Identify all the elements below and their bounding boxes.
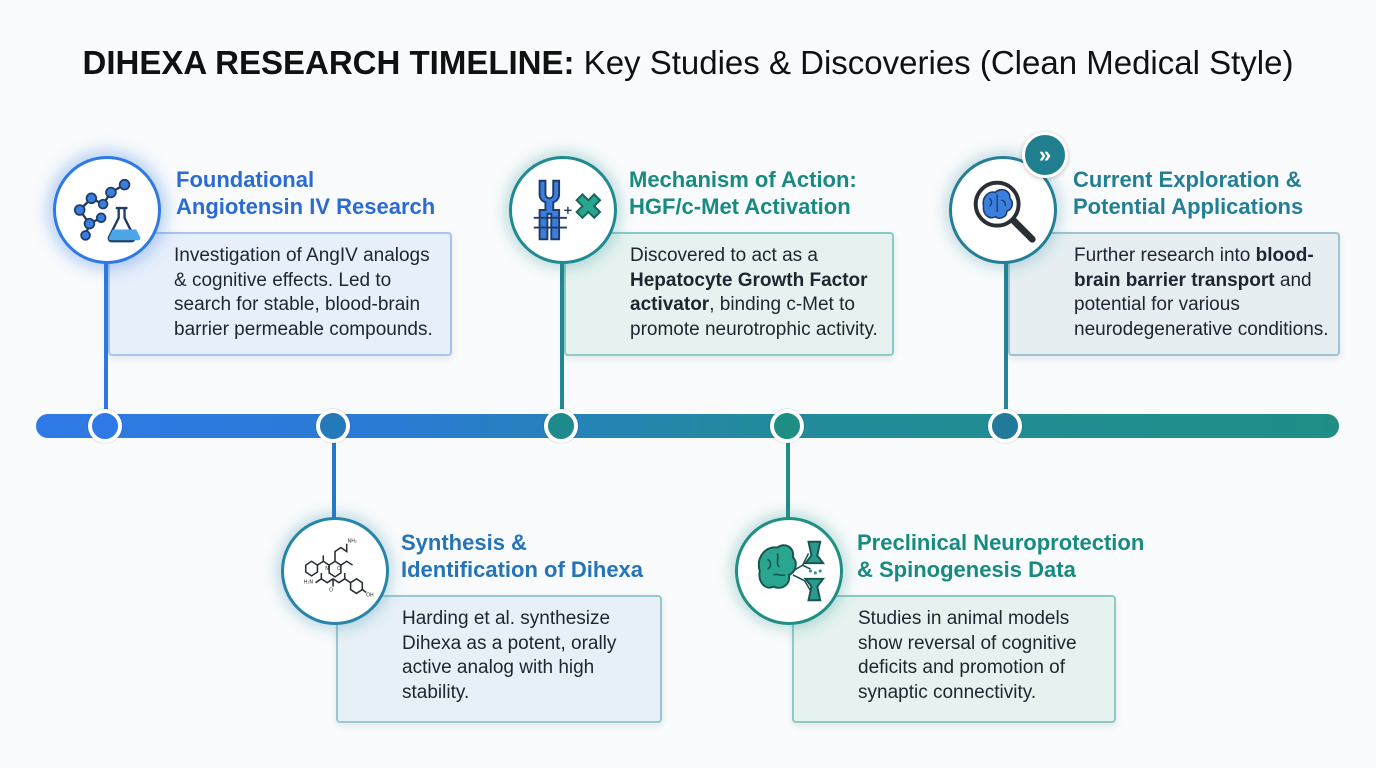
milestone-3-line-4: promote neurotrophic activity. xyxy=(630,318,878,343)
stem-2 xyxy=(332,428,336,522)
milestone-heading-2: Synthesis & Identification of Dihexa xyxy=(401,529,643,583)
milestone-3-line-1: Discovered to act as a xyxy=(630,244,878,269)
text-run-0: potential for various xyxy=(1074,294,1240,315)
milestone-2-heading-line-2: Identification of Dihexa xyxy=(401,557,644,582)
bold-run-0: Hepatocyte Growth Factor xyxy=(630,269,868,291)
stem-5 xyxy=(1004,245,1008,425)
milestone-icon-circle-1 xyxy=(53,156,161,264)
title-bold: DIHEXA RESEARCH TIMELINE: xyxy=(82,44,575,81)
milestone-card-4: Studies in animal models show reversal o… xyxy=(792,595,1116,723)
milestone-4-line-1: Studies in animal models xyxy=(858,607,1100,632)
milestone-1-heading-line-2: Angiotensin IV Research xyxy=(176,194,436,219)
milestone-2-line-2: Dihexa as a potent, orally xyxy=(402,632,646,657)
milestone-4-heading-line-1: Preclinical Neuroprotection xyxy=(857,530,1145,555)
milestone-4-heading-line-2: & Spinogenesis Data xyxy=(857,557,1076,582)
text-run-0: stability. xyxy=(402,681,470,703)
milestone-heading-1: Foundational Angiotensin IV Research xyxy=(176,166,435,220)
milestone-5-line-3: potential for various xyxy=(1074,293,1324,318)
milestone-3-line-2: Hepatocyte Growth Factor xyxy=(630,269,878,294)
milestone-icon-circle-4 xyxy=(735,517,843,625)
text-run-0: show reversal of cognitive xyxy=(858,632,1077,654)
svg-text:OH: OH xyxy=(366,592,374,598)
brain-neuron-icon xyxy=(757,540,826,602)
stem-3 xyxy=(560,245,564,425)
text-run-0: Discovered to act as a xyxy=(630,245,818,266)
milestone-5-heading-line-1: Current Exploration & xyxy=(1073,167,1302,192)
milestone-icon-circle-3: + xyxy=(509,156,617,264)
stem-1 xyxy=(104,245,108,425)
timeline-dot-3 xyxy=(544,409,578,443)
forward-arrows-icon: » xyxy=(1022,132,1068,178)
bold-run-0: brain barrier transport xyxy=(1074,269,1275,291)
text-run-0: deficits and promotion of xyxy=(858,657,1066,678)
milestone-5-line-2: brain barrier transport and xyxy=(1074,269,1324,294)
text-run-1: and xyxy=(1274,269,1312,291)
text-run-0: Studies in animal models xyxy=(858,608,1070,629)
svg-text:NH₂: NH₂ xyxy=(348,539,357,545)
milestone-4-line-3: deficits and promotion of xyxy=(858,656,1100,681)
bold-run-0: activator xyxy=(630,294,710,315)
svg-text:N: N xyxy=(325,566,329,572)
milestone-3-line-3: activator, binding c-Met to xyxy=(630,293,878,318)
text-run-0: Dihexa as a potent, orally xyxy=(402,632,617,654)
chemical-structure-icon: NH₂ N O H₂N O OH xyxy=(304,539,374,599)
bold-run-1: blood- xyxy=(1255,245,1314,266)
milestone-5-heading-line-2: Potential Applications xyxy=(1073,194,1304,219)
stem-4 xyxy=(786,428,790,522)
milestone-icon-circle-2: NH₂ N O H₂N O OH xyxy=(281,517,389,625)
text-run-0: Harding et al. synthesize xyxy=(402,608,611,629)
milestone-1-line-2: & cognitive effects. Led to xyxy=(174,269,436,294)
timeline-dot-4 xyxy=(770,409,804,443)
timeline-track xyxy=(36,414,1339,438)
milestone-5-line-4: neurodegenerative conditions. xyxy=(1074,318,1329,343)
milestone-heading-3: Mechanism of Action: HGF/c-Met Activatio… xyxy=(629,166,857,220)
svg-text:O: O xyxy=(337,566,341,572)
milestone-2-line-4: stability. xyxy=(402,681,646,706)
brain-magnifier-icon xyxy=(973,180,1036,243)
milestone-1-line-4: barrier permeable compounds. xyxy=(174,318,436,343)
timeline-dot-1 xyxy=(88,409,122,443)
svg-text:+: + xyxy=(563,203,573,217)
text-run-0: Investigation of AngIV analogs xyxy=(174,245,430,266)
text-run-0: search for stable, blood-brain xyxy=(174,294,421,315)
milestone-4-line-4: synaptic connectivity. xyxy=(858,681,1100,706)
milestone-2-heading-line-1: Synthesis & xyxy=(401,530,527,555)
svg-text:O: O xyxy=(329,587,333,593)
milestone-card-1: Investigation of AngIV analogs & cogniti… xyxy=(108,232,452,356)
title-rest: Key Studies & Discoveries (Clean Medical… xyxy=(574,44,1294,81)
text-run-0: & cognitive effects. Led to xyxy=(174,269,392,291)
milestone-1-line-1: Investigation of AngIV analogs xyxy=(174,244,436,269)
milestone-5-line-1: Further research into blood- xyxy=(1074,244,1324,269)
text-run-0: synaptic connectivity. xyxy=(858,681,1037,703)
text-run-0: barrier permeable compounds. xyxy=(174,318,433,340)
milestone-3-heading-line-2: HGF/c-Met Activation xyxy=(629,194,851,219)
receptor-binding-icon: + xyxy=(533,179,602,241)
text-run-0: promote neurotrophic activity. xyxy=(630,318,878,340)
milestone-card-3: Discovered to act as a Hepatocyte Growth… xyxy=(564,232,894,356)
milestone-2-line-1: Harding et al. synthesize xyxy=(402,607,646,632)
milestone-4-line-2: show reversal of cognitive xyxy=(858,632,1100,657)
page-title: DIHEXA RESEARCH TIMELINE: Key Studies & … xyxy=(0,44,1376,82)
text-run-0: Further research into xyxy=(1074,245,1256,266)
timeline-dot-5 xyxy=(988,409,1022,443)
milestone-3-heading-line-1: Mechanism of Action: xyxy=(629,167,857,192)
milestone-1-heading-line-1: Foundational xyxy=(176,167,315,192)
milestone-2-line-3: active analog with high xyxy=(402,656,646,681)
text-run-0: active analog with high xyxy=(402,657,595,678)
molecule-flask-icon xyxy=(73,178,141,243)
milestone-1-line-3: search for stable, blood-brain xyxy=(174,293,436,318)
milestone-card-2: Harding et al. synthesize Dihexa as a po… xyxy=(336,595,662,723)
text-run-1: , binding c-Met to xyxy=(709,294,855,315)
timeline-dot-2 xyxy=(316,409,350,443)
svg-text:H₂N: H₂N xyxy=(304,580,314,586)
text-run-0: neurodegenerative conditions. xyxy=(1074,318,1329,340)
milestone-heading-5: Current Exploration & Potential Applicat… xyxy=(1073,166,1303,220)
milestone-heading-4: Preclinical Neuroprotection & Spinogenes… xyxy=(857,529,1144,583)
milestone-card-5: Further research into blood- brain barri… xyxy=(1008,232,1340,356)
